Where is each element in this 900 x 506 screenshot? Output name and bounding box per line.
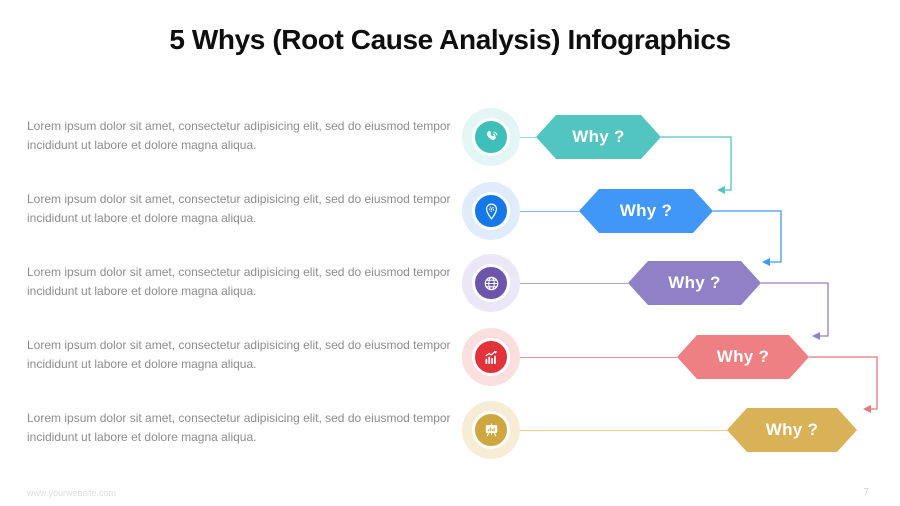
step-icon-badge <box>462 182 520 240</box>
why-badge: Why ? <box>677 335 809 379</box>
presentation-board-icon <box>472 411 510 449</box>
step-icon-badge <box>462 108 520 166</box>
step-icon-badge <box>462 254 520 312</box>
globe-icon <box>472 264 510 302</box>
growth-chart-icon <box>472 338 510 376</box>
step-description: Lorem ipsum dolor sit amet, consectetur … <box>27 411 451 444</box>
phone-call-icon <box>472 118 510 156</box>
step-description: Lorem ipsum dolor sit amet, consectetur … <box>27 192 451 225</box>
step-connector <box>520 137 536 138</box>
why-label: Why ? <box>572 127 625 146</box>
why-badge: Why ? <box>727 408 857 452</box>
step-connector <box>520 283 628 284</box>
page-number: 7 <box>863 487 869 498</box>
why-badge: Why ? <box>536 115 661 159</box>
why-badge: Why ? <box>628 261 761 305</box>
step-description: Lorem ipsum dolor sit amet, consectetur … <box>27 265 451 298</box>
step-connector <box>520 357 677 358</box>
step-icon-badge <box>462 328 520 386</box>
footer-website: www.yourwebsite.com <box>27 488 117 498</box>
why-badge: Why ? <box>579 189 713 233</box>
step-description: Lorem ipsum dolor sit amet, consectetur … <box>27 338 451 371</box>
location-settings-icon <box>472 192 510 230</box>
step-icon-badge <box>462 401 520 459</box>
why-label: Why ? <box>619 201 673 220</box>
why-label: Why ? <box>765 420 819 439</box>
step-connector <box>520 430 727 431</box>
slide-title: 5 Whys (Root Cause Analysis) Infographic… <box>169 24 731 55</box>
why-label: Why ? <box>716 347 770 366</box>
step-connector <box>520 211 579 212</box>
step-description: Lorem ipsum dolor sit amet, consectetur … <box>27 119 451 152</box>
why-label: Why ? <box>668 273 721 292</box>
